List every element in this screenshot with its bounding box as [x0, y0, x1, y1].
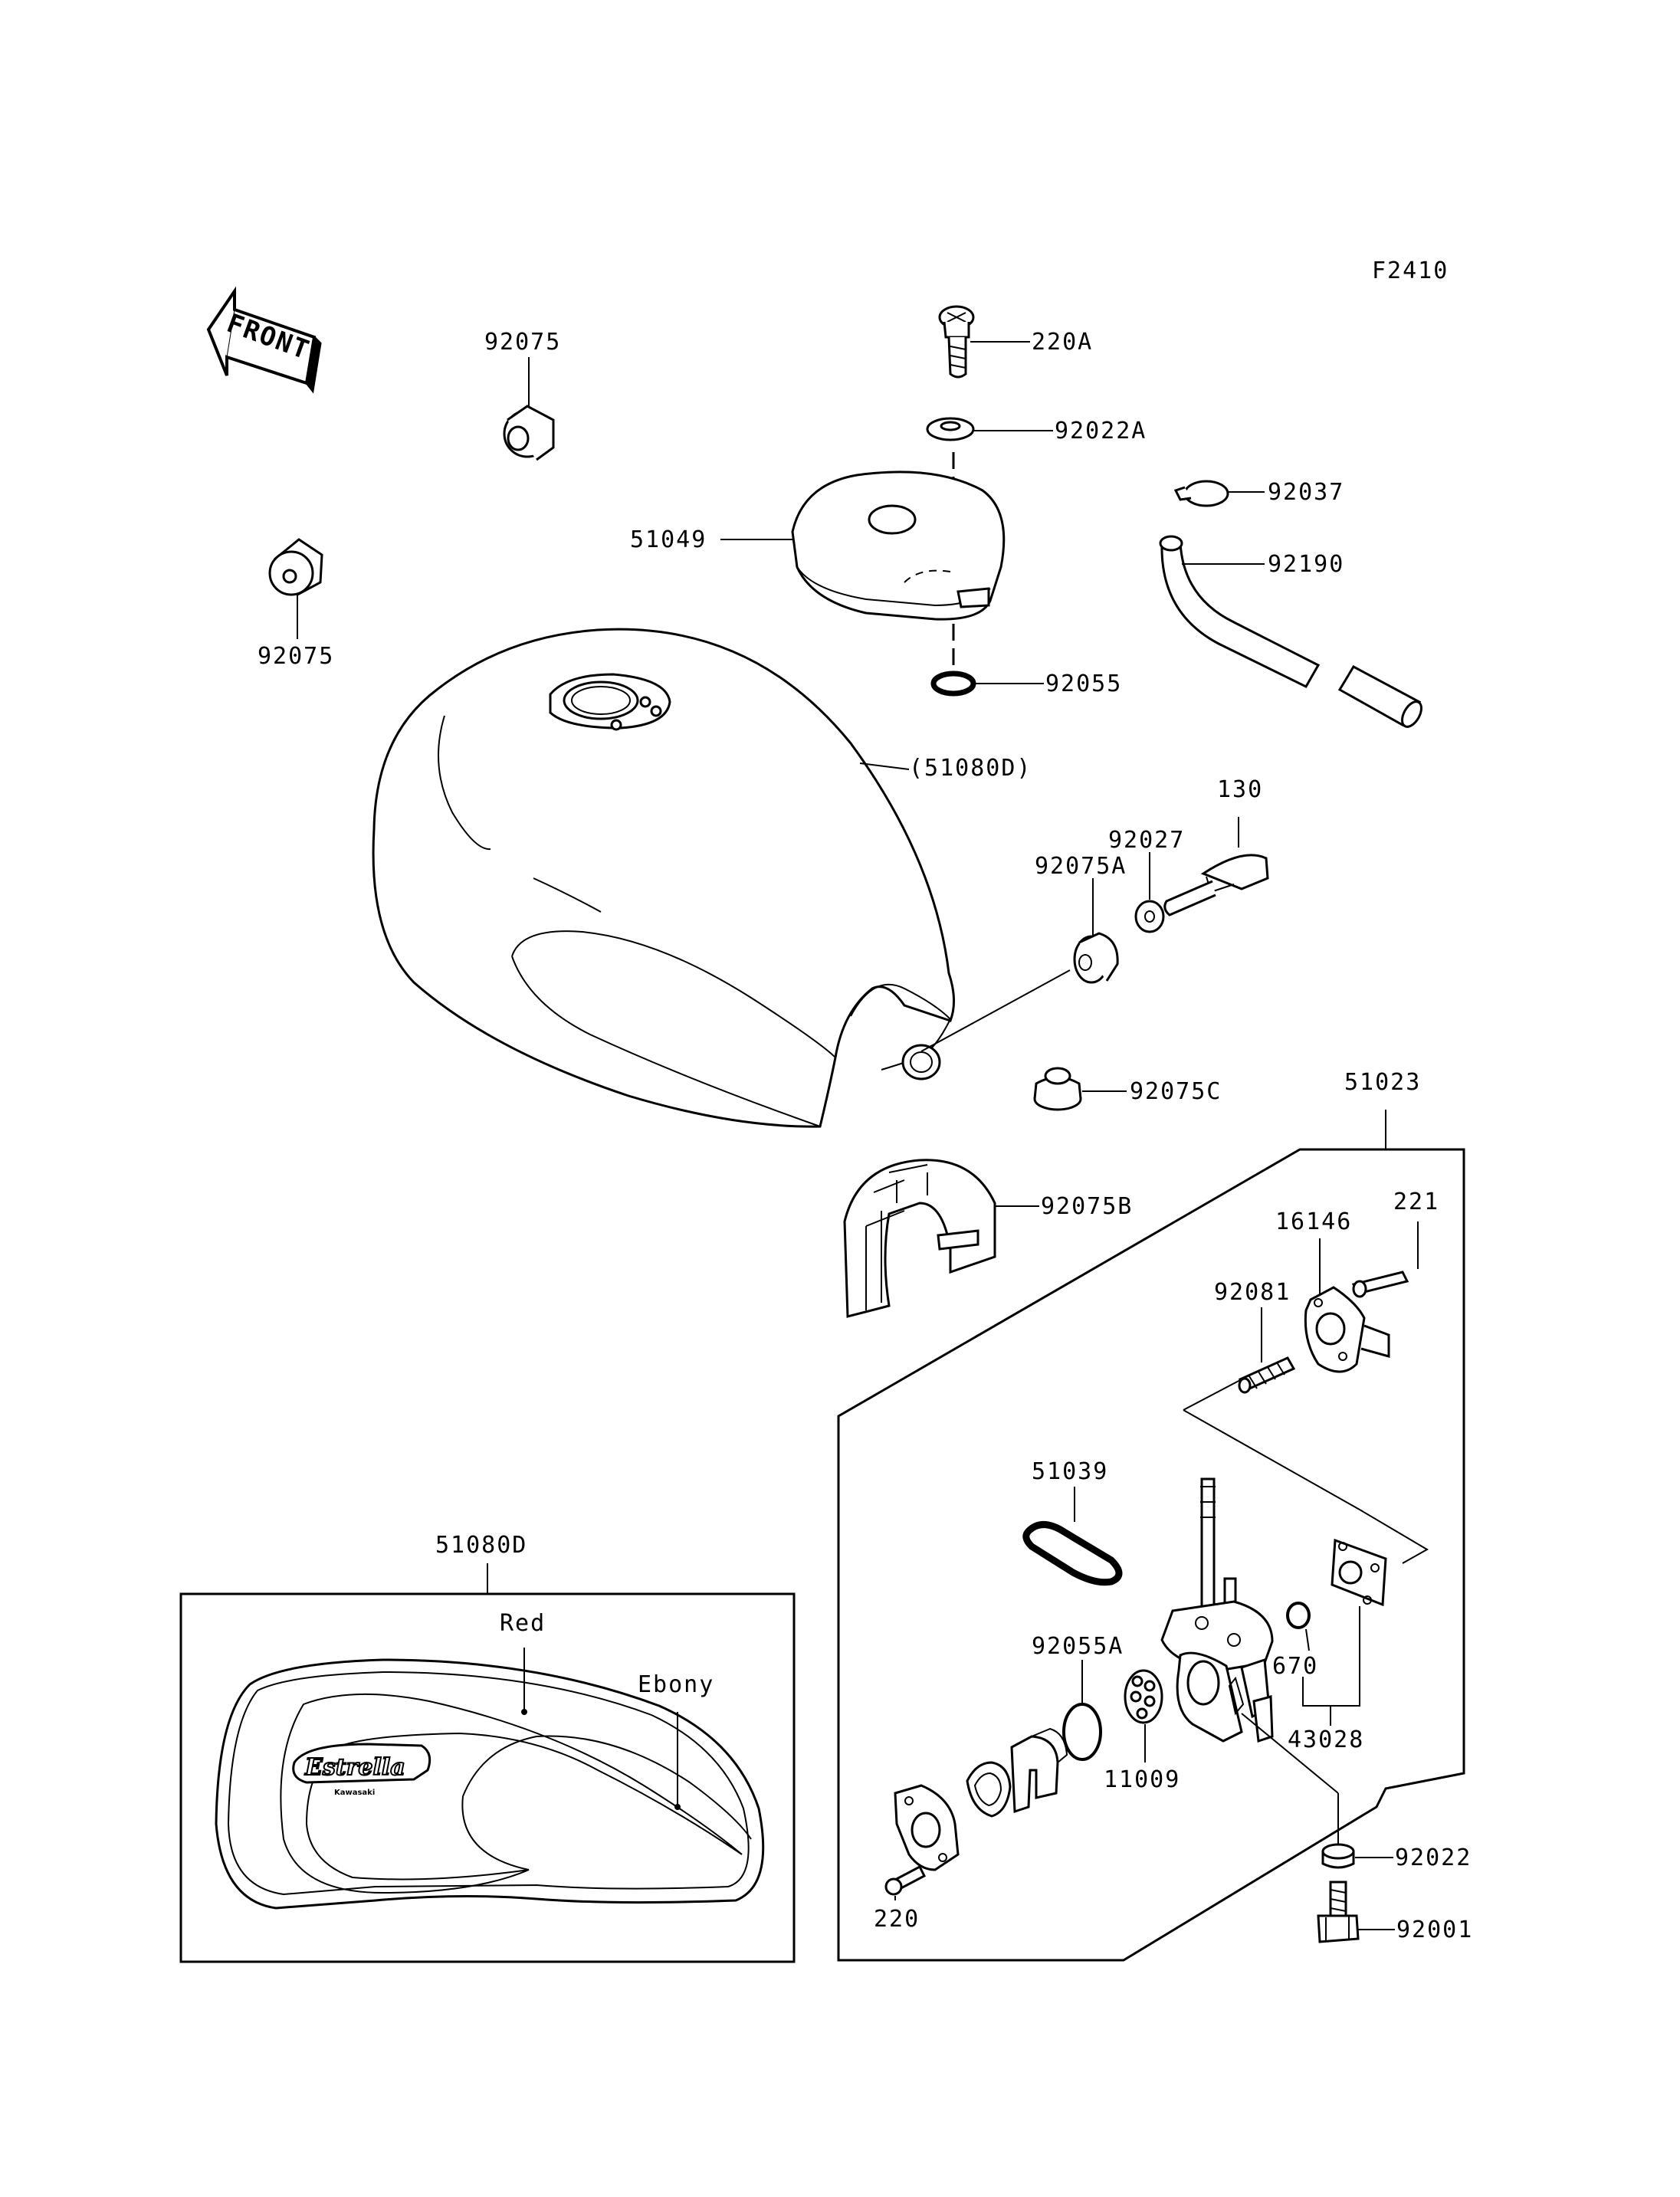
label-ebony: Ebony [638, 1671, 714, 1698]
figure-code: F2410 [1372, 257, 1449, 284]
label-92075A: 92075A [1035, 853, 1127, 880]
fuel-tank-51080D [372, 628, 956, 1128]
grommet-92075-left [268, 538, 323, 596]
washer-92027 [1134, 900, 1165, 933]
label-130: 130 [1217, 776, 1263, 803]
lever-part [1010, 1727, 1068, 1814]
assembly-leader [1183, 1379, 1429, 1564]
screw-220A [938, 305, 975, 379]
svg-text:Kawasaki: Kawasaki [334, 1789, 375, 1797]
label-decal-box: 51080D [435, 1532, 527, 1559]
front-arrow-icon: FRONT [206, 286, 322, 394]
label-92022: 92022 [1395, 1844, 1472, 1871]
label-92055A: 92055A [1032, 1633, 1124, 1660]
diaphragm-43028 [1331, 1538, 1387, 1607]
spring-92081 [1238, 1356, 1296, 1394]
label-670: 670 [1272, 1653, 1318, 1680]
fuel-cock-body [1160, 1477, 1274, 1743]
label-11009: 11009 [1104, 1766, 1180, 1793]
bolt-92001 [1317, 1881, 1360, 1943]
oring-92055A [1062, 1703, 1102, 1761]
label-43028: 43028 [1288, 1726, 1364, 1753]
fuel-cock-assembly-box [837, 1148, 1465, 1962]
washer-92022 [1321, 1843, 1355, 1869]
label-92022A: 92022A [1055, 418, 1147, 444]
label-51039: 51039 [1032, 1458, 1108, 1485]
svg-text:Estrella: Estrella [304, 1754, 405, 1781]
estrella-logo: Estrella Kawasaki [292, 1743, 431, 1797]
label-92027: 92027 [1108, 827, 1185, 854]
label-92081: 92081 [1214, 1279, 1291, 1306]
label-16146: 16146 [1275, 1208, 1352, 1235]
grommet-92075-top [503, 405, 555, 461]
label-92190: 92190 [1268, 551, 1344, 578]
label-92075-left: 92075 [258, 643, 334, 670]
fuel-cap-51049 [791, 471, 1006, 621]
grommet-92075C [1033, 1067, 1082, 1111]
label-92075C: 92075C [1130, 1078, 1222, 1105]
grommet-92075A [1073, 932, 1119, 984]
cushion-92075B [843, 1159, 996, 1318]
label-51049: 51049 [630, 526, 707, 553]
label-92075-top: 92075 [484, 329, 561, 356]
label-221: 221 [1393, 1189, 1439, 1215]
filter-11009 [1124, 1669, 1163, 1724]
label-red: Red [500, 1610, 546, 1637]
oring-670 [1286, 1602, 1311, 1629]
gasket-plate-part [894, 1784, 960, 1871]
label-51080D-paren: (51080D) [909, 755, 1032, 782]
hose-92190 [1159, 535, 1422, 728]
seal-part [966, 1761, 1012, 1818]
label-92001: 92001 [1396, 1917, 1473, 1943]
label-92055: 92055 [1045, 671, 1122, 697]
label-220: 220 [874, 1906, 920, 1933]
label-92075B: 92075B [1041, 1193, 1133, 1220]
plate-16146 [1304, 1286, 1390, 1373]
label-92037: 92037 [1268, 479, 1344, 506]
bolt-130 [1163, 854, 1269, 917]
screw-221 [1351, 1271, 1409, 1298]
label-220A: 220A [1032, 329, 1093, 356]
oring-92055 [930, 671, 976, 697]
washer-92022A [926, 417, 975, 441]
screw-220 [884, 1864, 926, 1896]
clip-92037 [1173, 480, 1229, 507]
label-51023: 51023 [1344, 1069, 1421, 1096]
gasket-51039 [1022, 1521, 1123, 1586]
